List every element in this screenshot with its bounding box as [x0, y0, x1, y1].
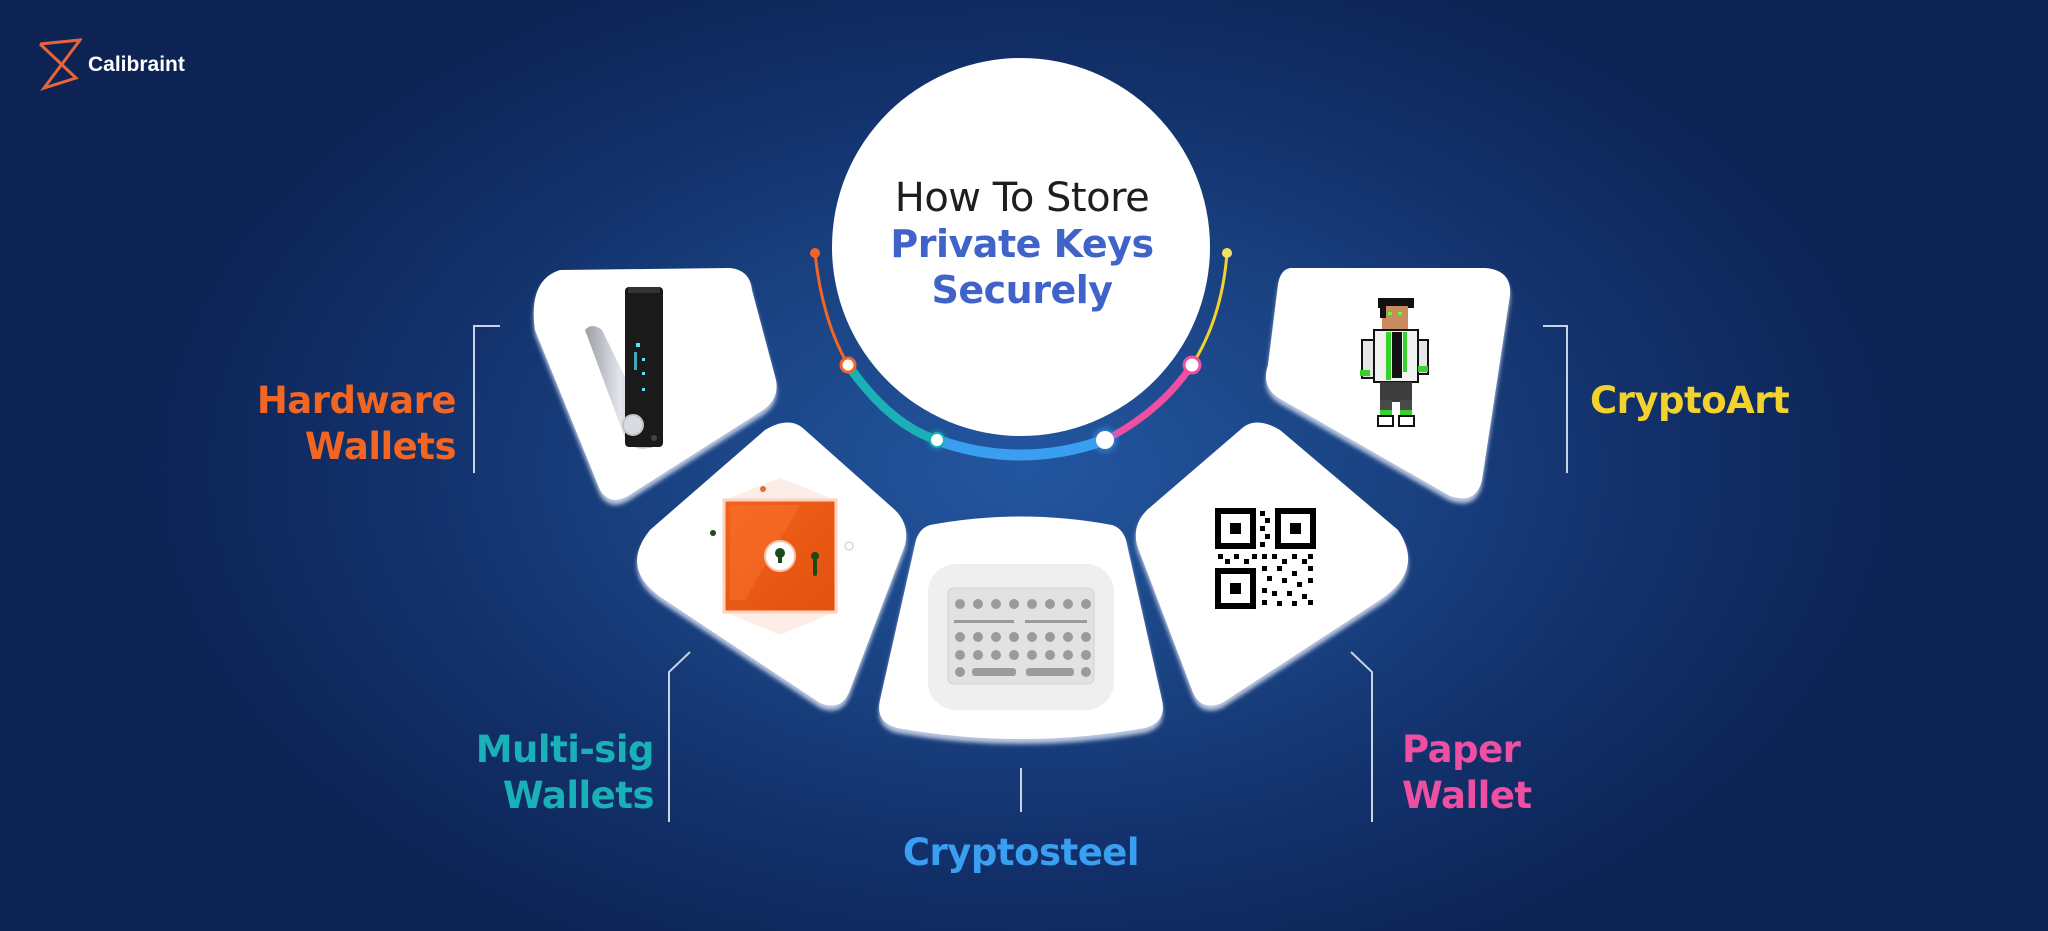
label-hardware-wallets: Hardware Wallets [256, 379, 457, 468]
card-cryptosteel[interactable] [879, 516, 1163, 740]
connector-multisig [668, 651, 691, 822]
connector-paper [1350, 651, 1373, 822]
card-multisig-wallets[interactable] [637, 422, 907, 706]
title-line-3: Securely [931, 268, 1113, 312]
hardware-wallet-usb-icon [585, 287, 663, 449]
label-paper-wallet: Paper Wallet [1402, 728, 1532, 817]
qr-code-icon [1215, 508, 1316, 609]
safe-lock-icon [710, 478, 854, 635]
brand-logo: Calibraint [36, 36, 185, 94]
card-hardware-wallets[interactable] [533, 268, 777, 500]
card-cryptoart[interactable] [1265, 268, 1511, 499]
label-multisig-wallets: Multi-sig Wallets [475, 728, 655, 817]
card-paper-wallet[interactable] [1135, 422, 1409, 706]
center-title: How To Store Private Keys Securely [832, 175, 1212, 313]
center-title-circle [832, 58, 1210, 436]
label-cryptosteel: Cryptosteel [902, 831, 1140, 874]
calibraint-z-logo-icon [38, 38, 82, 91]
progress-arc [810, 248, 1232, 461]
connector-hardware [473, 325, 500, 473]
connector-cryptoart [1543, 325, 1568, 473]
cryptosteel-capsule-icon [928, 564, 1114, 710]
title-line-1: How To Store [894, 175, 1150, 221]
connector-lines [473, 325, 1568, 822]
pixel-art-character-icon [1360, 298, 1429, 427]
brand-name: Calibraint [88, 53, 185, 76]
title-line-2: Private Keys [890, 222, 1154, 266]
label-cryptoart: CryptoArt [1590, 379, 1790, 422]
